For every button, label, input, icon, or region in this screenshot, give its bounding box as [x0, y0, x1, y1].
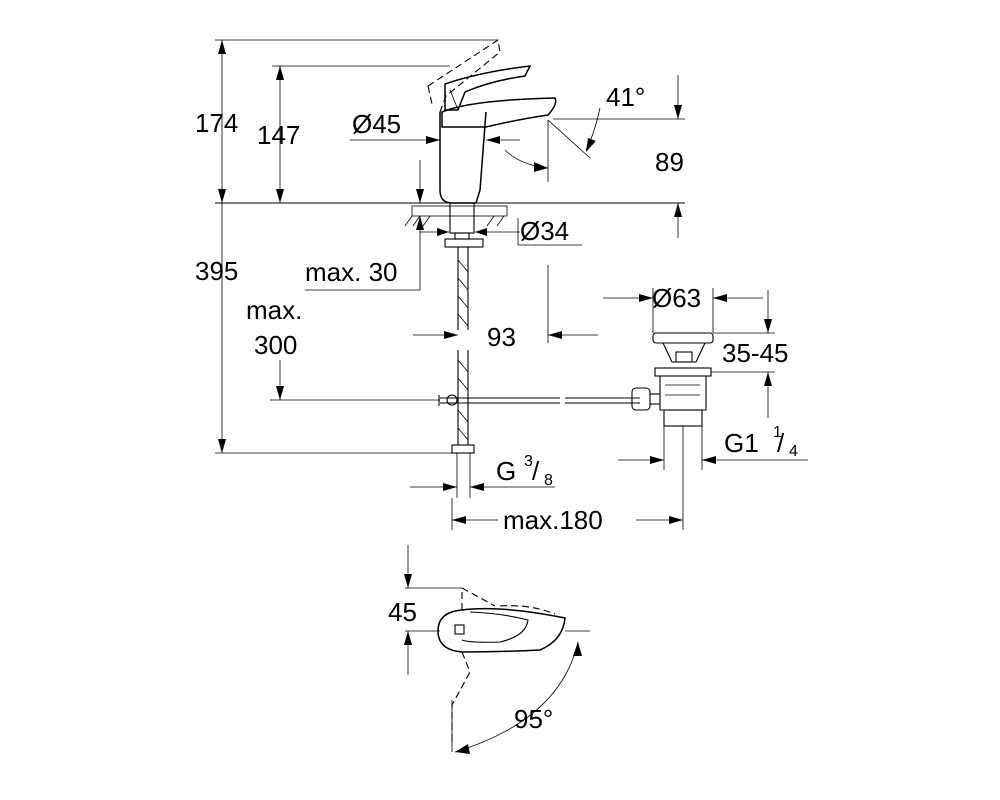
dim-hose-thread: G	[496, 456, 516, 486]
dim-hose-thread-den: 8	[544, 472, 553, 489]
dim-waste-diameter: Ø63	[652, 283, 701, 313]
popup-rod	[438, 394, 640, 406]
waste-valve	[631, 332, 714, 427]
dim-waste-thread: G1	[724, 428, 759, 458]
shank-assembly	[404, 202, 508, 454]
dim-hose-thread-slash: /	[532, 456, 540, 486]
dim-hose-thread-num: 3	[524, 453, 533, 470]
dim-lever-rotation: 95°	[514, 704, 553, 734]
top-view-dimensions	[404, 545, 590, 754]
dim-body-diameter: Ø45	[352, 109, 401, 139]
dim-hose-max-1: max.	[246, 295, 302, 325]
dim-spout-reach: 93	[487, 322, 516, 352]
dimension-labels: 174 147 Ø45 41° 89 Ø34 max. 30 395 max. …	[195, 82, 798, 734]
dim-shank-diameter: Ø34	[520, 216, 569, 246]
dim-deck-thickness: max. 30	[305, 257, 398, 287]
dim-spout-height: 147	[257, 120, 300, 150]
dim-outlet-height: 89	[655, 147, 684, 177]
dim-spout-angle: 41°	[606, 82, 645, 112]
dim-total-height: 174	[195, 108, 238, 138]
dim-below-deck: 395	[195, 256, 238, 286]
dim-hose-max-2: 300	[254, 330, 297, 360]
dim-lever-height: 45	[388, 597, 417, 627]
dim-waste-thread-slash: /	[777, 428, 785, 458]
dim-waste-thread-num: 1	[773, 424, 782, 441]
dim-waste-range: 35-45	[722, 338, 789, 368]
dimension-lines	[215, 39, 808, 530]
dim-waste-thread-den: 4	[789, 443, 798, 460]
dim-max-width: max.180	[503, 505, 603, 535]
